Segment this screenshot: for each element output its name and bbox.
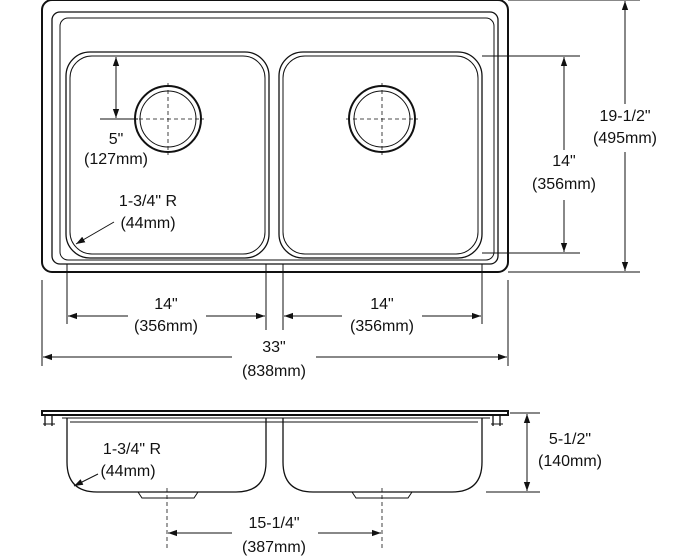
right-bowl-outline [278,51,483,259]
left-bowl-outline [65,51,270,259]
side-corner-radius-mm: (44mm) [100,463,155,480]
right-bowl-width-inches: 14" [370,296,393,313]
overall-depth-dimension: 19-1/2" (495mm) [508,0,657,273]
right-bowl-width-mm: (356mm) [350,318,414,335]
left-drain [132,83,204,155]
drain-spacing-mm: (387mm) [242,539,306,556]
right-bowl-inner [282,55,479,255]
top-corner-radius-mm: (44mm) [120,215,175,232]
side-rim-flange [41,410,509,416]
side-left-bowl [66,418,267,493]
left-bowl-width-mm: (356mm) [134,318,198,335]
drain-offset-mm: (127mm) [84,151,148,168]
side-right-bowl [282,418,483,493]
side-corner-radius-inches: 1-3/4" R [103,441,161,458]
bowl-depth-dimension: 14" (356mm) [482,55,596,254]
overall-width-mm: (838mm) [242,363,306,380]
side-depth-inches: 5-1/2" [549,431,591,448]
overall-width-dimension: 33" (838mm) [43,339,507,380]
top-corner-radius-inches: 1-3/4" R [119,193,177,210]
side-view: 1-3/4" R (44mm) 5-1/2" (140mm) 15-1/4" (… [41,410,602,556]
sink-outer-rim [41,0,509,273]
sink-rim-inner [51,11,499,265]
drain-spacing-dimension: 15-1/4" (387mm) [168,515,381,556]
sink-deck-edge [59,17,495,261]
bowl-depth-inches: 14" [552,153,575,170]
side-left-drain [137,491,199,499]
overall-width-inches: 33" [262,339,285,356]
top-view: 5" (127mm) 1-3/4" R (44mm) 14" (356mm) 1… [41,0,657,380]
drain-offset-dimension: 5" (127mm) [84,55,148,168]
left-bowl-width-inches: 14" [154,296,177,313]
left-bowl-width-dimension: 14" (356mm) [68,296,265,335]
right-drain [346,83,418,155]
drain-spacing-inches: 15-1/4" [248,515,299,532]
right-bowl-width-dimension: 14" (356mm) [284,296,481,335]
left-bowl-inner [69,55,266,255]
left-mounting-clips [43,415,55,426]
overall-depth-inches: 19-1/2" [599,108,650,125]
bowl-depth-mm: (356mm) [532,176,596,193]
side-depth-dimension: 5-1/2" (140mm) [486,412,602,493]
side-depth-mm: (140mm) [538,453,602,470]
overall-depth-mm: (495mm) [593,130,657,147]
right-mounting-clips [491,415,503,426]
side-corner-radius-label: 1-3/4" R (44mm) [73,441,161,487]
top-corner-radius-label: 1-3/4" R (44mm) [75,193,177,245]
drain-offset-inches: 5" [109,131,124,148]
